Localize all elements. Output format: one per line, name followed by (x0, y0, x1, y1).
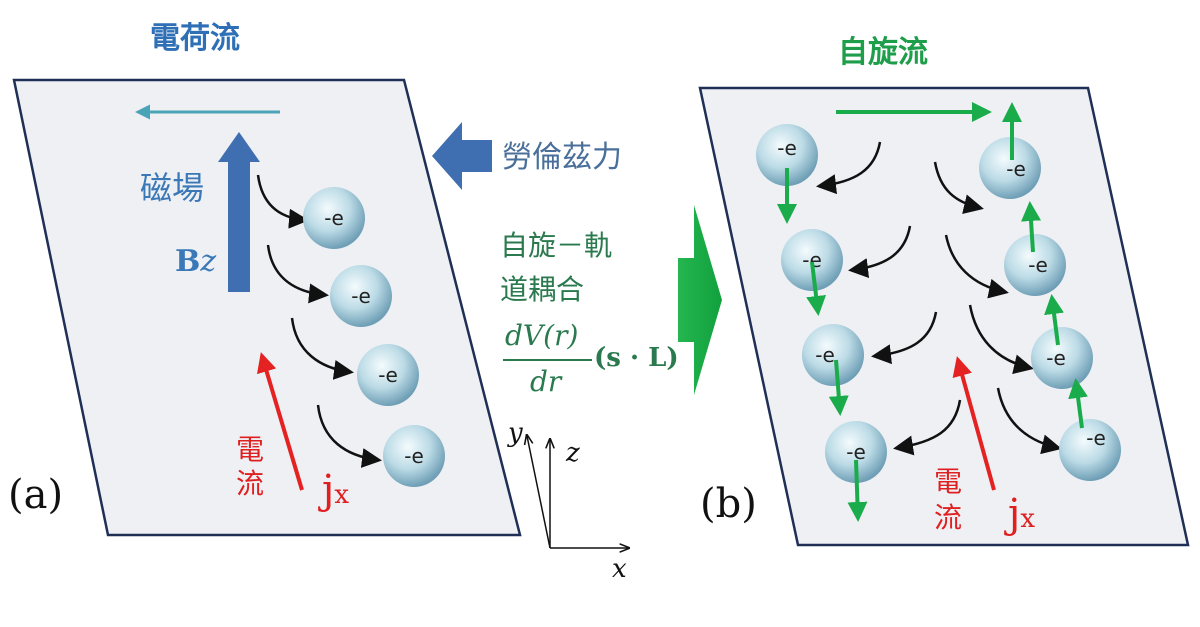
electron: -e (303, 187, 365, 249)
current-label-a-1: 電 (236, 433, 265, 466)
panel-a: -e -e -e -e (12, 78, 522, 537)
deflection-arrow-right (944, 234, 1009, 299)
formula-denominator: dr (530, 365, 562, 398)
coordinate-axes (527, 436, 628, 548)
current-symbol-a: jx (322, 470, 349, 510)
electron-spin-down: -e (825, 421, 887, 522)
current-label-b-2: 流 (934, 501, 963, 534)
current-arrow-a (256, 352, 304, 491)
deflection-arrow-left (848, 225, 912, 278)
current-label-a-2: 流 (236, 467, 265, 500)
electron-spin-down: -e (781, 229, 843, 316)
deflection-arrow (290, 317, 354, 380)
axis-y-label: y (508, 418, 523, 448)
field-symbol: Bz (175, 247, 216, 277)
field-symbol-z: z (200, 244, 217, 279)
formula-numerator: dV(r) (505, 319, 579, 352)
panel-b: -e -e -e -e -e -e (698, 86, 1190, 547)
electron: -e (383, 425, 445, 487)
deflection-arrow-right (968, 304, 1034, 375)
deflection-arrow (256, 174, 309, 229)
soc-label-line2: 道耦合 (500, 273, 585, 306)
deflection-arrow (266, 244, 329, 304)
formula-operator: (s · L) (594, 343, 679, 373)
electron-label: -e (815, 343, 835, 367)
electron-label: -e (378, 363, 398, 387)
electron-label: -e (802, 248, 822, 272)
electron: -e (330, 265, 392, 327)
deflection-arrow-left (871, 311, 938, 365)
deflection-arrow-right (933, 161, 984, 214)
panel-a-plate (12, 78, 522, 537)
current-symbol-b-j: j (1008, 491, 1021, 537)
spin-flow-title: 自旋流 (838, 35, 928, 70)
lorentz-force-arrow (432, 122, 492, 190)
deflection-arrow (316, 404, 382, 468)
electron-label: -e (351, 284, 371, 308)
middle-section (432, 122, 722, 548)
electron-label: -e (1086, 426, 1106, 450)
electron-label: -e (1046, 346, 1066, 370)
lorentz-force-label: 勞倫茲力 (502, 140, 622, 175)
charge-flow-title: 電荷流 (150, 21, 240, 56)
current-symbol-a-x: x (334, 480, 350, 510)
electron-spin-up: -e (1031, 294, 1093, 389)
current-symbol-b-x: x (1020, 504, 1036, 534)
current-symbol-a-j: j (322, 467, 335, 513)
electron-spin-down: -e (756, 124, 818, 224)
current-symbol-b: jx (1008, 494, 1035, 534)
axis-z-label: z (566, 438, 580, 468)
electron-spin-up: -e (1059, 378, 1121, 481)
current-label-b-1: 電 (934, 465, 963, 498)
electron: -e (357, 344, 419, 406)
magnetic-field-label: 磁場 (140, 169, 205, 207)
electron-label: -e (1028, 253, 1048, 277)
deflection-arrow-left (816, 141, 882, 195)
electron-spin-down: -e (802, 324, 864, 416)
axis-x-label: x (612, 554, 627, 584)
soc-label-line1: 自旋－軌 (500, 229, 613, 262)
electron-label: -e (324, 206, 344, 230)
magnetic-field-arrow (218, 132, 260, 292)
field-symbol-b: B (175, 244, 201, 279)
electron-label: -e (846, 440, 866, 464)
spin-orbit-arrow (678, 205, 722, 395)
panel-a-letter: (a) (8, 472, 64, 518)
deflection-arrow-left (893, 399, 962, 456)
electron-spin-up: -e (1004, 201, 1066, 296)
panel-b-letter: (b) (700, 481, 757, 527)
electron-label: -e (1006, 157, 1026, 181)
electron-label: -e (404, 444, 424, 468)
electron-spin-up: -e (979, 102, 1041, 199)
current-arrow-b (952, 356, 996, 491)
electron-label: -e (777, 136, 797, 160)
deflection-arrow-right (996, 387, 1062, 455)
